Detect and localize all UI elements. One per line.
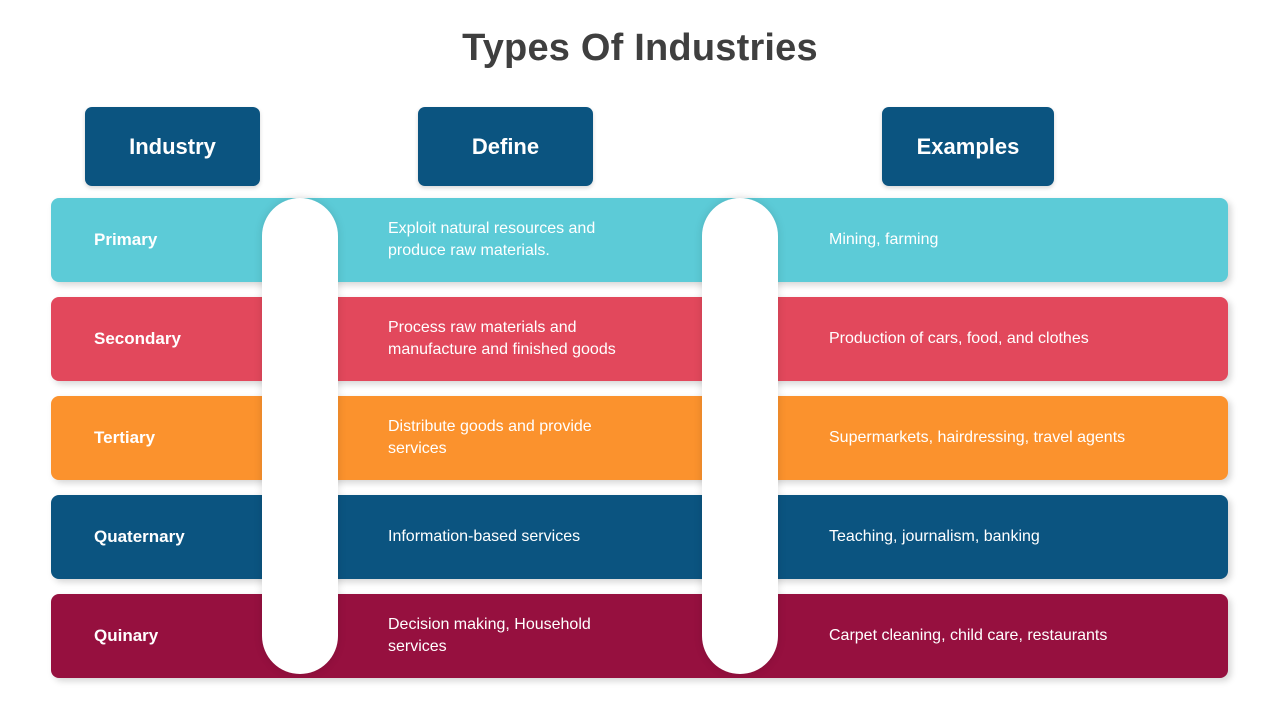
row-define-cell: Information-based services [338,495,638,579]
row-examples-text: Supermarkets, hairdressing, travel agent… [829,428,1126,446]
table-row[interactable]: Secondary Process raw materials and manu… [51,297,1228,381]
row-industry-cell: Primary [51,198,262,282]
row-examples-cell: Supermarkets, hairdressing, travel agent… [778,396,1218,480]
row-industry-cell: Quinary [51,594,262,678]
column-header-industry-label: Industry [129,133,216,159]
row-examples-cell: Carpet cleaning, child care, restaurants [778,594,1218,678]
row-examples-cell: Mining, farming [778,198,1218,282]
row-define-cell: Decision making, Household services [338,594,638,678]
row-industry-cell: Tertiary [51,396,262,480]
row-examples-cell: Production of cars, food, and clothes [778,297,1218,381]
row-examples-text: Carpet cleaning, child care, restaurants [829,626,1108,644]
table-row[interactable]: Primary Exploit natural resources and pr… [51,198,1228,282]
row-define-cell: Process raw materials and manufacture an… [338,297,638,381]
row-define-text: Exploit natural resources and produce ra… [388,219,596,259]
column-header-define-label: Define [471,133,540,159]
row-industry-label: Quaternary [94,527,185,546]
row-examples-cell: Teaching, journalism, banking [778,495,1218,579]
row-define-cell: Distribute goods and provide services [338,396,638,480]
divider-define-examples [702,198,778,674]
row-define-text: Process raw materials and manufacture an… [388,318,616,358]
row-industry-cell: Quaternary [51,495,262,579]
table-row[interactable]: Tertiary Distribute goods and provide se… [51,396,1228,480]
row-industry-cell: Secondary [51,297,262,381]
divider-industry-define [262,198,338,674]
row-define-text: Decision making, Household services [388,615,591,655]
row-examples-text: Teaching, journalism, banking [829,527,1040,545]
table-row[interactable]: Quinary Decision making, Household servi… [51,594,1228,678]
column-header-examples-label: Examples [916,133,1020,159]
row-industry-label: Tertiary [94,428,156,447]
column-header-examples[interactable]: Examples [882,107,1054,186]
row-define-text: Information-based services [388,527,581,545]
row-examples-text: Mining, farming [829,230,939,248]
row-examples-text: Production of cars, food, and clothes [829,329,1089,347]
column-headers: Industry Define Examples [0,107,1280,186]
row-industry-label: Quinary [94,626,159,645]
row-industry-label: Primary [94,230,158,249]
page-title: Types Of Industries [462,27,818,69]
table-row[interactable]: Quaternary Information-based services Te… [51,495,1228,579]
industry-rows: Primary Exploit natural resources and pr… [0,198,1280,678]
column-header-define[interactable]: Define [418,107,593,186]
row-define-text: Distribute goods and provide services [388,417,592,457]
row-define-cell: Exploit natural resources and produce ra… [338,198,638,282]
row-industry-label: Secondary [94,329,181,348]
column-header-industry[interactable]: Industry [85,107,260,186]
